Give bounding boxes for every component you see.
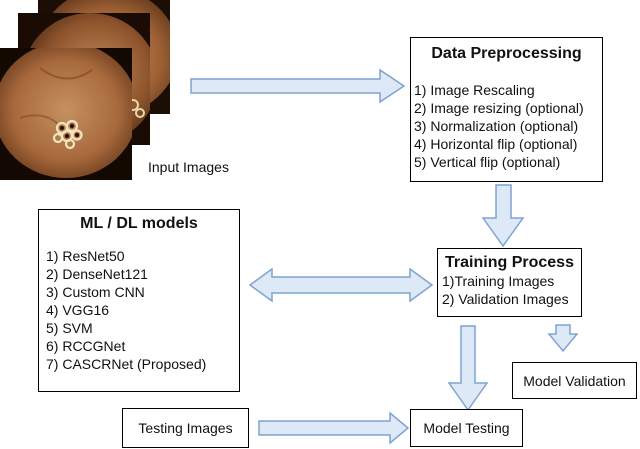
testing-images-box: Testing Images: [122, 408, 249, 448]
arrow-preprocessing-to-training: [481, 184, 525, 248]
list-item: 7) CASCRNet (Proposed): [46, 356, 207, 372]
list-item: 1)Training Images: [442, 273, 555, 289]
list-item: 3) Normalization (optional): [414, 118, 579, 134]
arrow-training-to-validation: [547, 324, 579, 353]
model-validation-box: Model Validation: [512, 362, 637, 399]
list-item: 1) ResNet50: [46, 248, 125, 264]
preprocessing-box: Data Preprocessing 1) Image Rescaling 2)…: [410, 37, 603, 182]
list-item: 3) Custom CNN: [46, 284, 145, 300]
preprocessing-title: Data Preprocessing: [431, 45, 582, 62]
arrow-models-training-bidirectional: [248, 267, 434, 303]
list-item: 2) Validation Images: [442, 291, 569, 307]
list-item: 2) DenseNet121: [46, 266, 148, 282]
models-title: ML / DL models: [80, 215, 198, 232]
arrow-testing-images-to-model-testing: [258, 411, 410, 445]
input-images-label: Input Images: [148, 159, 229, 175]
input-image-front: [0, 48, 132, 180]
preprocessing-list: 1) Image Rescaling 2) Image resizing (op…: [414, 81, 602, 171]
list-item: 5) SVM: [46, 320, 93, 336]
model-testing-box: Model Testing: [410, 409, 523, 447]
models-box: ML / DL models 1) ResNet50 2) DenseNet12…: [38, 209, 240, 392]
arrow-training-to-testing: [447, 325, 489, 412]
list-item: 1) Image Rescaling: [414, 82, 535, 98]
arrow-input-to-preprocessing: [190, 68, 406, 104]
training-list: 1)Training Images 2) Validation Images: [442, 272, 581, 308]
list-item: 5) Vertical flip (optional): [414, 154, 561, 170]
list-item: 4) Horizontal flip (optional): [414, 136, 578, 152]
training-box: Training Process 1)Training Images 2) Va…: [437, 248, 582, 317]
models-list: 1) ResNet50 2) DenseNet121 3) Custom CNN…: [46, 247, 239, 373]
list-item: 4) VGG16: [46, 302, 110, 318]
list-item: 6) RCCGNet: [46, 338, 126, 354]
list-item: 2) Image resizing (optional): [414, 100, 584, 116]
training-title: Training Process: [445, 254, 574, 271]
